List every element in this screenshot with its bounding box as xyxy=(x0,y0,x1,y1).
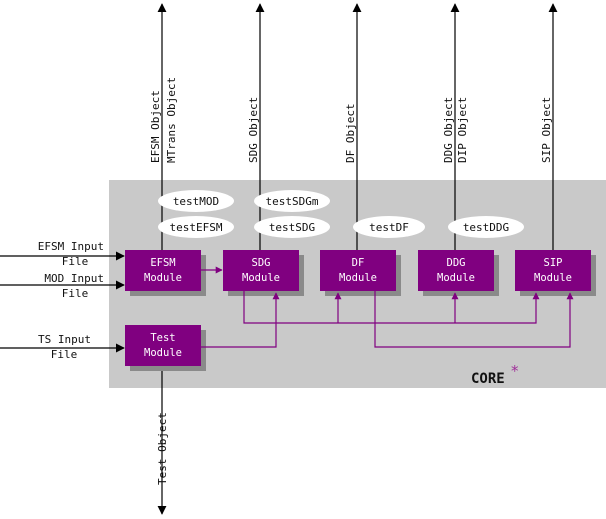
df-module-label-line2: Module xyxy=(339,272,377,284)
module-connections xyxy=(201,266,574,348)
test-module-label-line2: Module xyxy=(144,347,182,359)
mtrans-object-label: MTrans Object xyxy=(165,77,178,163)
testddg-label: testDDG xyxy=(463,221,509,234)
sdg-module-label-line1: SDG xyxy=(252,257,271,269)
sdg-object-label: SDG Object xyxy=(247,97,260,163)
oval-testsdg xyxy=(254,216,330,238)
ddg-object-label: DDG Object xyxy=(442,97,455,163)
efsm-module-label-line2: Module xyxy=(144,272,182,284)
mod-input-label-line1: MOD Input xyxy=(44,272,104,285)
sip-object-label: SIP Object xyxy=(540,97,553,163)
testefsm-label: testEFSM xyxy=(170,221,223,234)
df-object-label: DF Object xyxy=(344,103,357,163)
modules: EFSM Module SDG Module DF Module DDG Mod… xyxy=(125,250,591,366)
sip-module-label-line1: SIP xyxy=(544,257,563,269)
dip-object-label: DIP Object xyxy=(456,97,469,163)
testdf-label: testDF xyxy=(369,221,409,234)
test-object-label: Test Object xyxy=(156,412,169,485)
input-arrows xyxy=(0,251,125,353)
oval-testddg xyxy=(448,216,524,238)
test-to-sdg-link xyxy=(201,292,280,348)
oval-testefsm xyxy=(158,216,234,238)
sdg-module-label-line2: Module xyxy=(242,272,280,284)
core-asterisk: * xyxy=(511,362,519,380)
ddg-module-label-line1: DDG xyxy=(447,257,466,269)
sdg-bus-link xyxy=(243,291,540,324)
ts-input-label-line2: File xyxy=(51,348,78,361)
core-label: CORE xyxy=(471,371,505,387)
sdg-module[interactable]: SDG Module xyxy=(223,250,299,291)
testsdgm-label: testSDGm xyxy=(266,195,319,208)
df-module[interactable]: DF Module xyxy=(320,250,396,291)
test-module-label-line1: Test xyxy=(150,332,175,344)
efsm-input-label-line1: EFSM Input xyxy=(38,240,104,253)
oval-testsdgm xyxy=(254,190,330,212)
input-labels: EFSM Input File MOD Input File TS Input … xyxy=(38,240,104,361)
ddg-module[interactable]: DDG Module xyxy=(418,250,494,291)
test-module[interactable]: Test Module xyxy=(125,325,201,366)
efsm-module-label-line1: EFSM xyxy=(150,257,175,269)
testsdg-label: testSDG xyxy=(269,221,315,234)
test-ovals: testMOD testEFSM testSDGm testSDG testDF… xyxy=(158,190,524,238)
sip-module-label-line2: Module xyxy=(534,272,572,284)
oval-testmod xyxy=(158,190,234,212)
efsm-object-label: EFSM Object xyxy=(149,90,162,163)
mod-input-label-line2: File xyxy=(62,287,89,300)
output-labels: EFSM Object MTrans Object SDG Object DF … xyxy=(149,77,553,485)
ddg-module-label-line2: Module xyxy=(437,272,475,284)
ts-input-label-line1: TS Input xyxy=(38,333,91,346)
output-arrows xyxy=(157,3,558,515)
efsm-module[interactable]: EFSM Module xyxy=(125,250,201,291)
efsm-input-label-line2: File xyxy=(62,255,89,268)
oval-testdf xyxy=(353,216,425,238)
testmod-label: testMOD xyxy=(173,195,219,208)
sip-module[interactable]: SIP Module xyxy=(515,250,591,291)
df-module-label-line1: DF xyxy=(352,257,365,269)
df-to-sip-link xyxy=(374,291,574,348)
